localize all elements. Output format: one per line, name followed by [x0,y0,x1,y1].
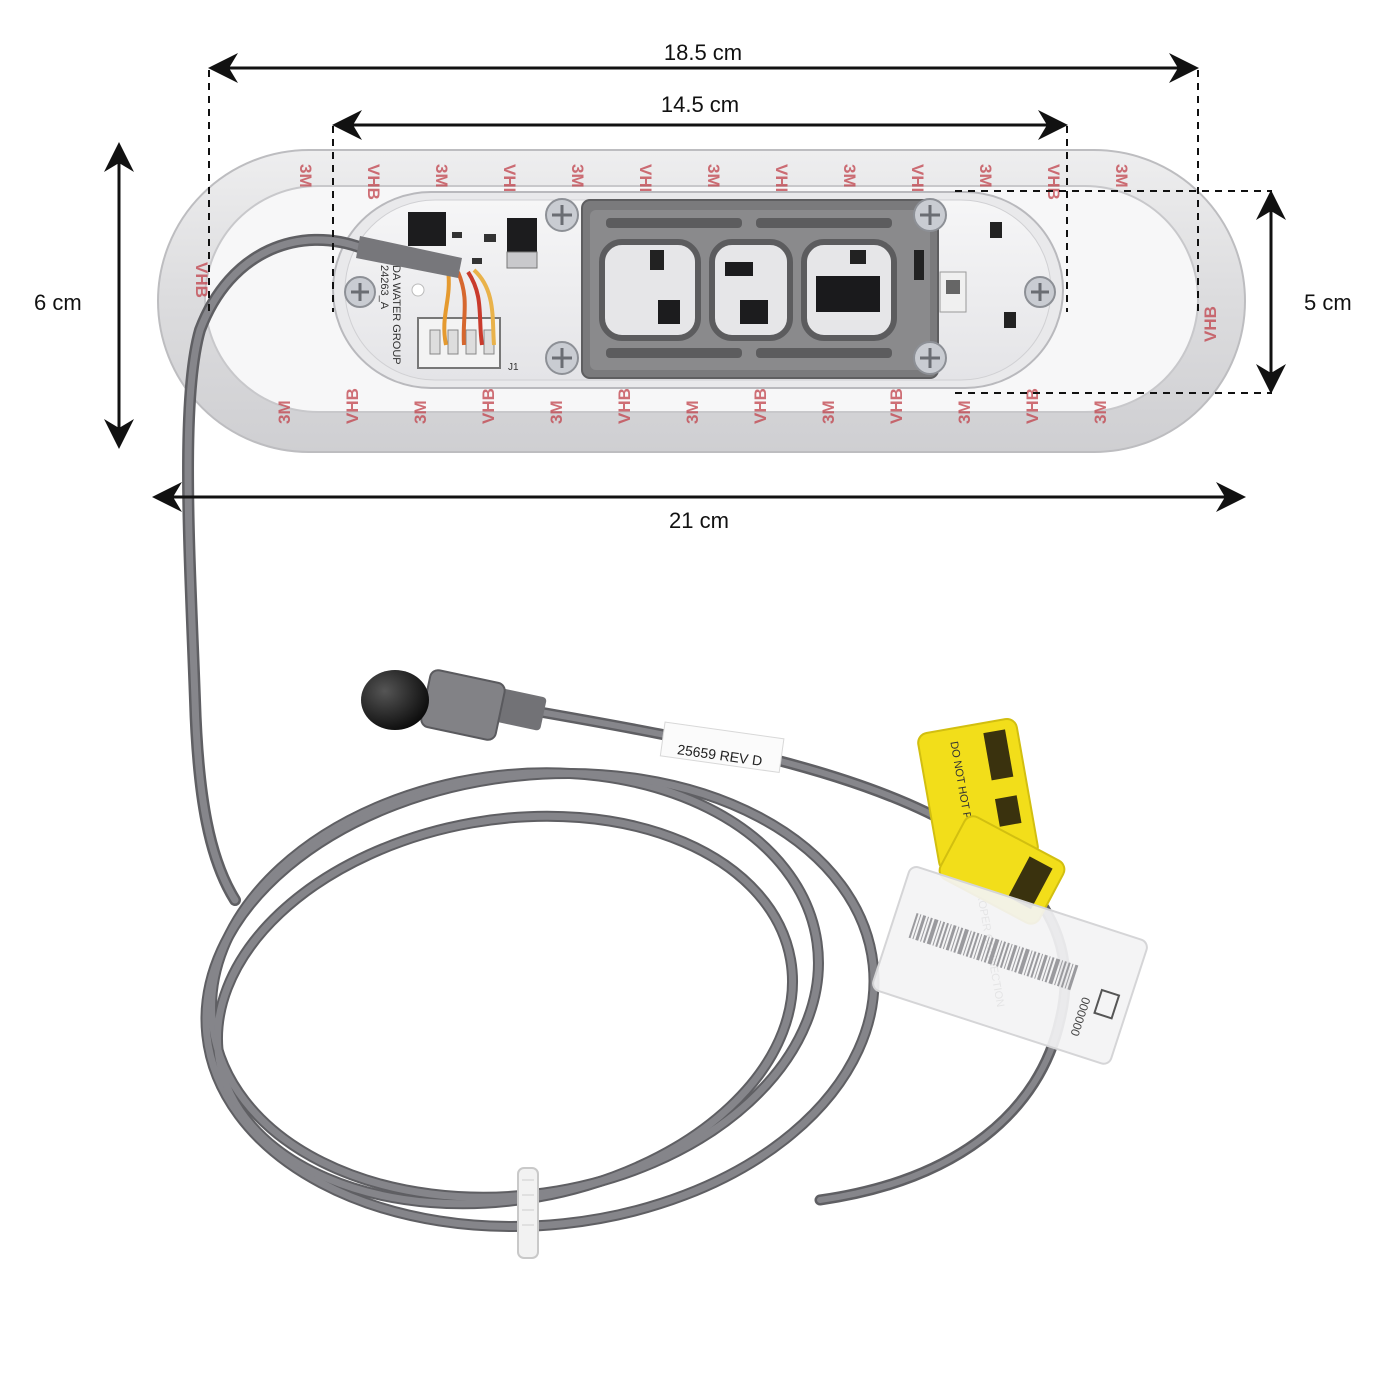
dimension-label-left: 6 cm [34,290,82,315]
barcode-stripe [1026,951,1037,977]
cable-connector [361,669,547,741]
button-bezel [581,199,939,379]
svg-text:24263_A: 24263_A [378,265,390,310]
barcode-stripe [1030,952,1041,978]
tape-print-mark: VHB [1023,388,1042,424]
barcode-stripe [1044,957,1055,983]
barcode-stripe [993,940,1003,966]
tape-print-mark: VHB [751,388,770,424]
barcode-stripe [935,921,946,947]
barcode-stripe [942,924,952,950]
barcode-stripe [922,917,933,943]
dimension-label-top-outer: 18.5 cm [663,40,743,65]
tape-print-mark: VHB [500,164,519,200]
barcode-stripe [939,922,949,949]
barcode-stripe [926,918,939,945]
tape-print-mark: VHB [343,388,362,424]
barcode-stripe [908,912,919,939]
tape-print-mark: 3M [1112,164,1131,188]
barcode-stripe [976,934,988,961]
tape-print-mark: 3M [976,164,995,188]
barcode-stripe [1006,944,1018,971]
cable-strain-relief [356,236,462,278]
dimension-label-right: 5 cm [1304,290,1352,315]
barcode-stripe [1048,958,1061,985]
dimension-arrows [104,53,1286,512]
barcode-stripe [969,932,980,959]
barcode-stripe [1003,943,1013,969]
cable-rev-label: 25659 REV D [659,721,785,774]
barcode-stripe [1034,953,1044,979]
barcode-stripe [950,926,960,952]
barcode-stripe [945,925,957,951]
barcode-stripe [1064,963,1074,989]
barcode-stripe [1017,948,1030,975]
tape-print-mark: VHB [615,388,634,424]
screw-icon [344,198,1056,375]
tape-print-mark: VHB [636,164,655,200]
barcode-icon [908,912,1079,991]
barcode-stripe [1067,964,1079,991]
j1-label: J1 [508,362,519,373]
tape-print-mark: VHB [1044,164,1063,200]
tape-print-mark: 3M [1091,400,1110,424]
tape-print-mark: 3M [568,164,587,188]
barcode-stripe [1060,962,1071,988]
tape-print-mark: VHB [479,388,498,424]
barcode-stripe [932,920,942,946]
dimension-label-top-inner: 14.5 cm [660,92,740,117]
barcode-stripe [1023,950,1033,976]
tape-print-mark: 3M [411,400,430,424]
dimension-guides [208,70,1272,394]
barcode-stripe [1036,954,1048,981]
barcode-tag: 000000 [872,866,1148,1065]
dust-cap [361,670,429,730]
pcb-components: DA WATER GROUP 24263_A J1 [378,212,1016,373]
tape-print-mark: VHB [908,164,927,200]
tape-print-mark: 3M [819,400,838,424]
barcode-stripe [912,914,922,940]
barcode-stripe [962,930,972,956]
barcode-stripe [1056,961,1067,987]
tape-print-mark: VHB [887,388,906,424]
barcode-stripe [965,931,976,957]
tape-print-mark: VHB [364,164,383,200]
barcode-stripe [1041,956,1051,982]
tape-print-mark: VHB [1201,306,1220,342]
barcode-stripe [973,933,983,960]
tape-print-pattern: 3M VHB 3M VHB 3M VHB 3M VHB 3M VHB 3M VHB 3M 3M VHB 3M V… [192,164,1220,424]
tape-print-mark: VHB [772,164,791,200]
barcode-stripe [1054,960,1064,986]
tape-print-mark: 3M [547,400,566,424]
barcode-stripe [957,928,969,955]
barcode-stripe [915,915,927,941]
tape-print-mark: 3M [275,400,294,424]
tape-print-mark: 3M [955,400,974,424]
barcode-stripe [983,937,994,963]
dimension-label-bottom: 21 cm [669,508,729,533]
pcb-silkscreen-text: DA WATER GROUP 24263_A [378,265,402,365]
barcode-stripe [987,938,1000,965]
barcode-stripe [1014,947,1025,973]
tape-print-mark: 3M [840,164,859,188]
tape-print-mark: 3M [296,164,315,188]
tape-print-mark: 3M [683,400,702,424]
barcode-stripe [980,936,990,962]
barcode-stripe [999,942,1010,968]
barcode-stripe [920,916,930,942]
tape-print-mark: VHB [192,262,211,298]
tape-print-mark: 3M [704,164,723,188]
svg-text:DA WATER GROUP: DA WATER GROUP [390,265,402,365]
tape-print-mark: 3M [432,164,451,188]
barcode-stripe [1011,946,1021,972]
cable-tie [517,1167,539,1259]
barcode-stripe [953,927,964,953]
barcode-stripe [996,941,1007,967]
